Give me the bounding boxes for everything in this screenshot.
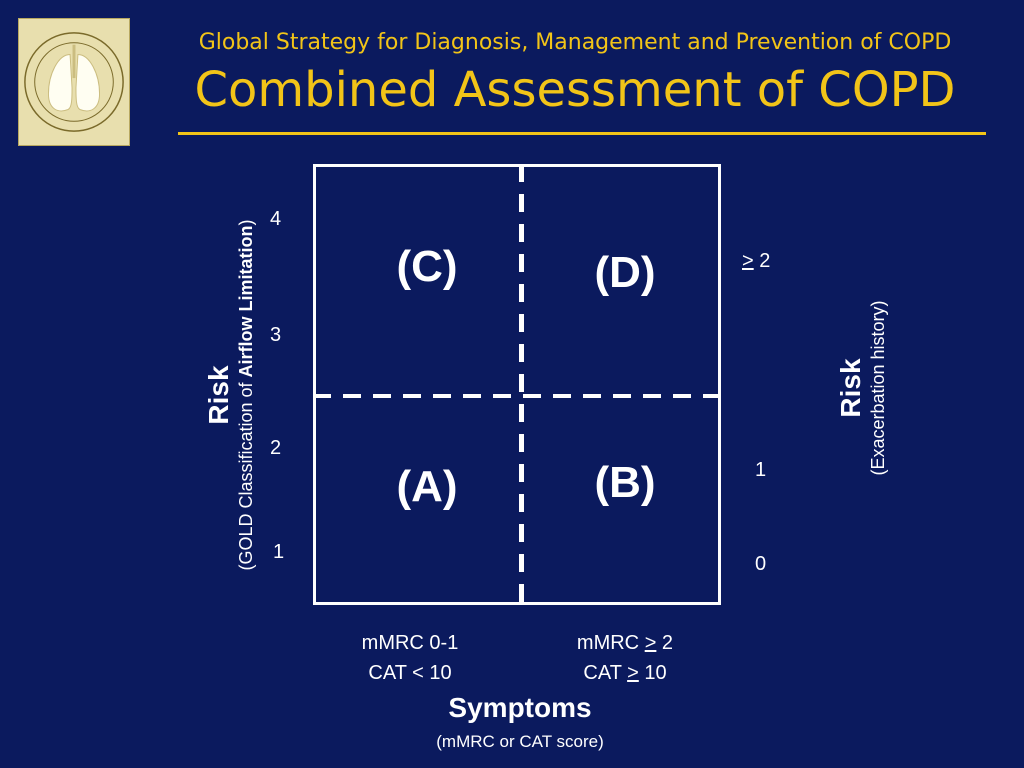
quadrant-d: (D)	[594, 248, 656, 297]
bottom-right-line2-suffix: 10	[638, 662, 667, 684]
right-tick-1: 1	[755, 459, 767, 481]
bottom-axis-subtitle: (mMRC or CAT score)	[436, 732, 604, 751]
bottom-right-line2-prefix: CAT	[583, 662, 628, 684]
left-tick-1: 1	[273, 541, 285, 563]
page-title: Combined Assessment of COPD	[194, 62, 956, 118]
bottom-axis-title: Symptoms	[448, 692, 592, 723]
right-axis-title: Risk	[835, 358, 866, 418]
vertical-dashed-divider	[519, 164, 524, 605]
header-subtitle: Global Strategy for Diagnosis, Managemen…	[198, 30, 952, 55]
right-axis-label: Risk (Exacerbation history)	[835, 238, 889, 538]
bottom-left-label-line1: mMRC 0-1	[361, 632, 459, 654]
right-tick-high: > 2	[742, 250, 770, 273]
left-axis-subtitle-prefix: (GOLD Classification of	[236, 377, 256, 571]
bottom-right-label-line1: mMRC > 2	[540, 632, 710, 655]
left-tick-4: 4	[270, 208, 282, 230]
right-tick-high-value: 2	[753, 250, 771, 272]
assessment-grid	[313, 164, 721, 605]
left-axis-label: Risk (GOLD Classification of Airflow Lim…	[203, 165, 257, 625]
bottom-right-label-line2: CAT > 10	[540, 662, 710, 685]
bottom-right-line2-symbol: >	[627, 662, 639, 684]
left-tick-3: 3	[270, 324, 282, 346]
right-axis-subtitle: (Exacerbation history)	[868, 300, 888, 476]
lungs-emblem-icon	[24, 32, 124, 132]
right-tick-0: 0	[755, 553, 767, 575]
bottom-right-line1-prefix: mMRC	[576, 632, 645, 654]
quadrant-c: (C)	[396, 242, 458, 291]
left-axis-title: Risk	[203, 365, 234, 425]
gold-logo	[18, 18, 130, 146]
bottom-right-line1-suffix: 2	[656, 632, 674, 654]
quadrant-a: (A)	[396, 462, 458, 511]
left-tick-2: 2	[270, 437, 282, 459]
horizontal-dashed-divider	[313, 394, 721, 398]
left-axis-subtitle: (GOLD Classification of Airflow Limitati…	[235, 165, 257, 625]
left-axis-subtitle-bold: Airflow Limitation	[236, 225, 256, 378]
header-divider	[178, 132, 986, 135]
left-axis-subtitle-suffix: )	[236, 219, 256, 226]
bottom-left-label-line2: CAT < 10	[368, 662, 452, 684]
quadrant-b: (B)	[594, 458, 656, 507]
right-tick-high-symbol: >	[742, 250, 754, 272]
bottom-right-line1-symbol: >	[644, 632, 657, 654]
